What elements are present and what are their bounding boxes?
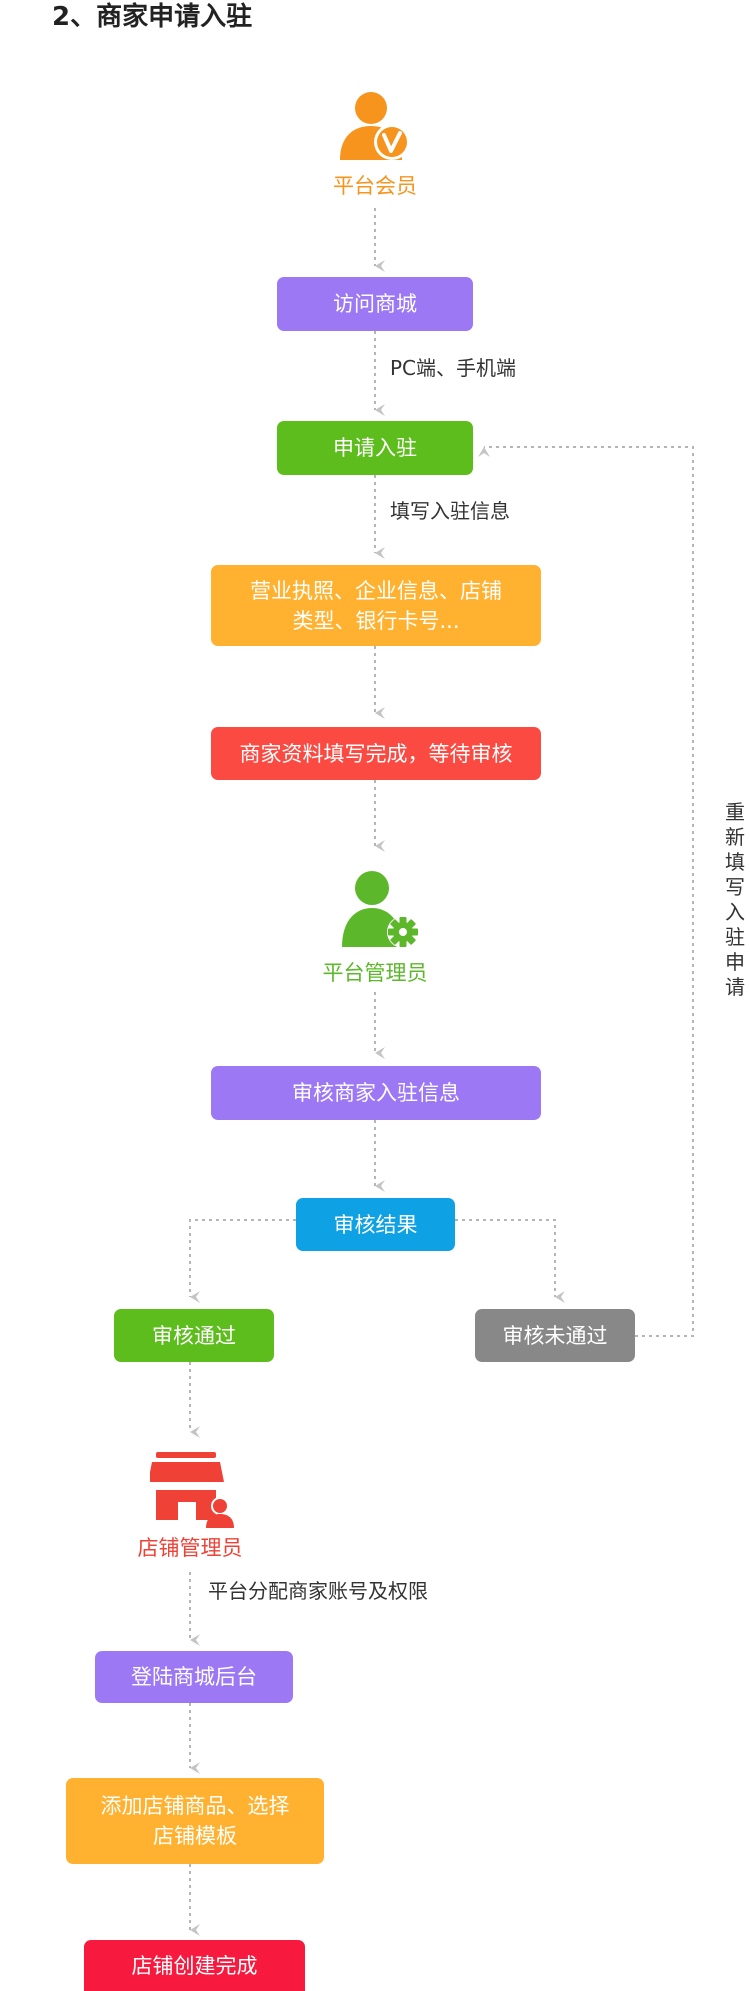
user-verified-icon <box>340 92 410 160</box>
label-fill-entry-info: 填写入驻信息 <box>390 499 510 523</box>
step-fill-details: 营业执照、企业信息、店铺 类型、银行卡号... <box>211 565 541 646</box>
step-visit-mall: 访问商城 <box>277 277 473 331</box>
role-platform-admin: 平台管理员 <box>322 961 428 985</box>
arrow-result-to-failed <box>455 1219 565 1303</box>
storefront-icon <box>150 1452 234 1528</box>
label-assign-account: 平台分配商家账号及权限 <box>208 1579 428 1603</box>
step-review-failed: 审核未通过 <box>475 1309 635 1362</box>
step-login-backend: 登陆商城后台 <box>95 1651 293 1703</box>
step-store-complete: 店铺创建完成 <box>84 1940 305 1991</box>
step-add-goods: 添加店铺商品、选择 店铺模板 <box>66 1778 324 1864</box>
role-store-admin: 店铺管理员 <box>137 1536 243 1560</box>
step-apply-entry: 申请入驻 <box>277 421 473 475</box>
arrow-failed-to-apply <box>478 446 694 1337</box>
user-gear-icon <box>342 871 419 948</box>
arrow-result-to-passed <box>189 1219 296 1303</box>
step-review-merchant: 审核商家入驻信息 <box>211 1066 541 1120</box>
label-reapply: 重新填写入驻申请 <box>725 800 745 999</box>
label-pc-mobile: PC端、手机端 <box>390 356 517 380</box>
page-title: 2、商家申请入驻 <box>52 2 253 32</box>
step-submit-complete: 商家资料填写完成，等待审核 <box>211 727 541 780</box>
step-review-result: 审核结果 <box>296 1198 455 1251</box>
role-platform-member: 平台会员 <box>333 174 417 198</box>
step-review-passed: 审核通过 <box>114 1309 274 1362</box>
